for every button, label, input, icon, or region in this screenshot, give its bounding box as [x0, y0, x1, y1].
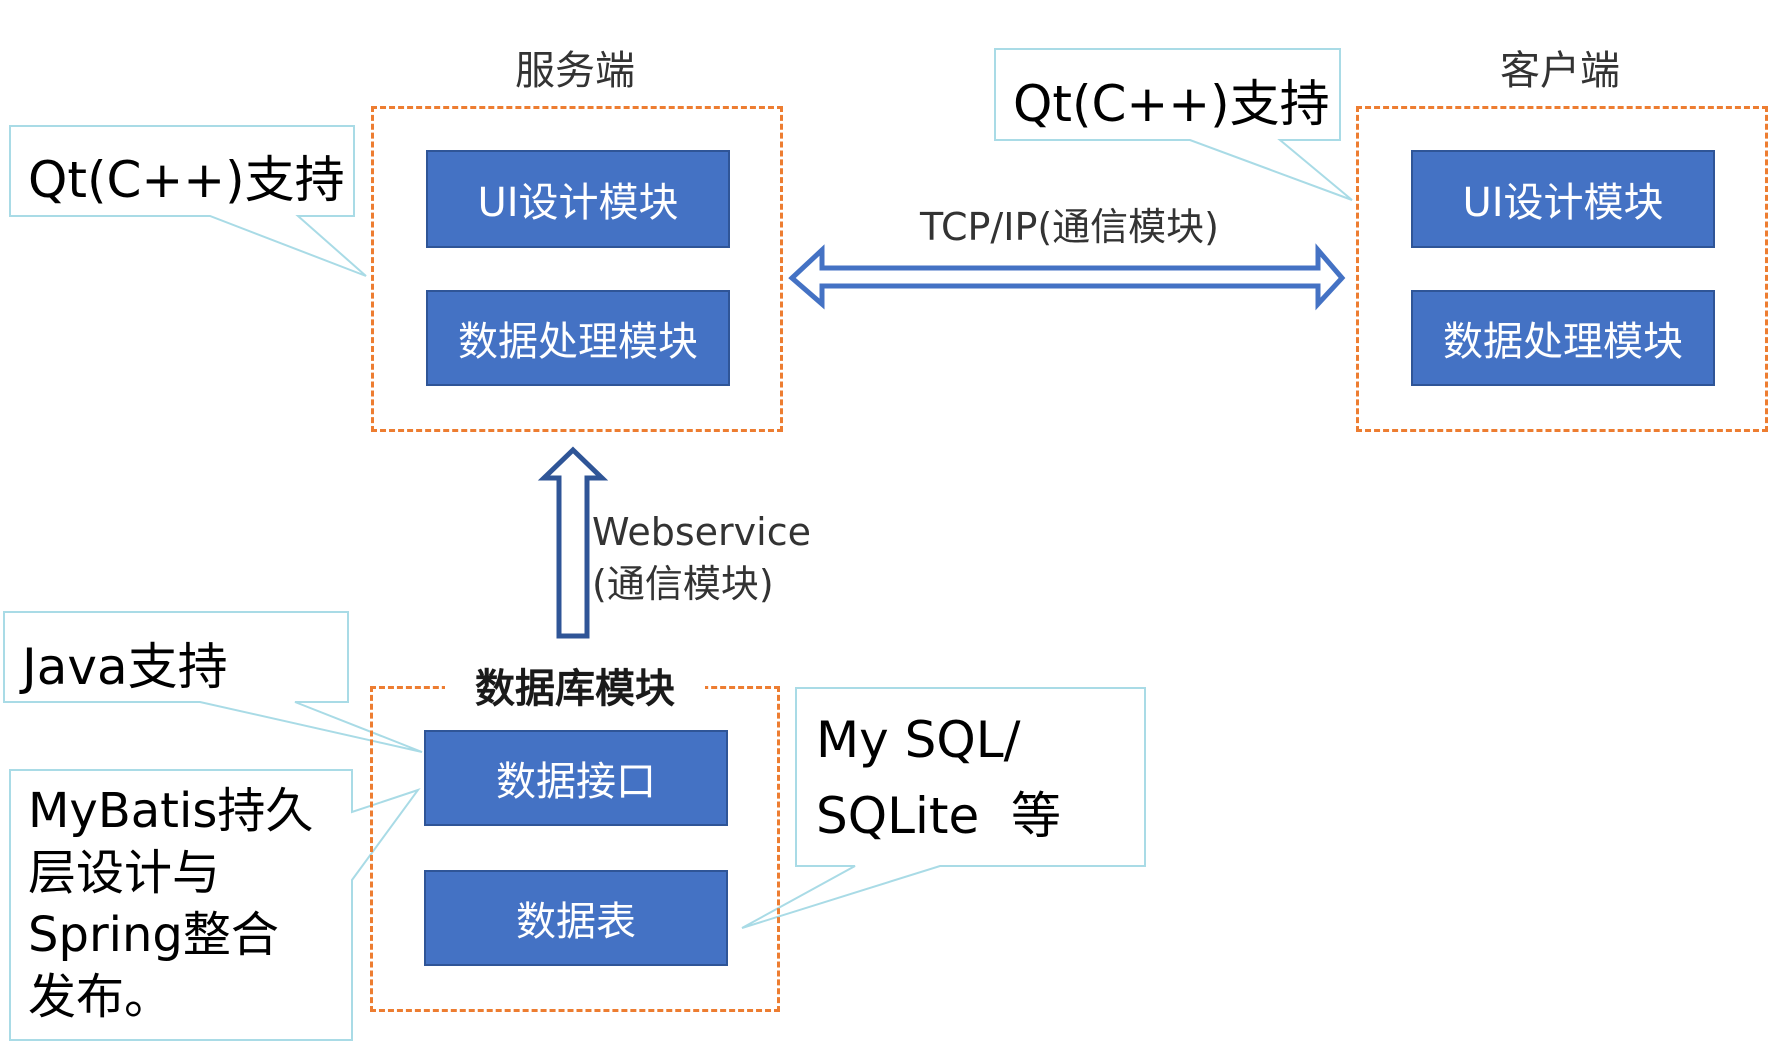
db-callout-shape: [741, 687, 1146, 929]
client-callout-text: Qt(C++)支持: [1013, 75, 1330, 133]
server-ui-module: UI设计模块: [426, 150, 730, 248]
mybatis-callout-text: MyBatis持久 层设计与 Spring整合 发布。: [28, 780, 313, 1028]
server-group-frame: [371, 106, 783, 432]
webservice-label-line1: Webservice: [592, 510, 811, 554]
java-callout-text: Java支持: [22, 638, 228, 696]
webservice-label: Webservice (通信模块): [592, 506, 811, 610]
server-title: 服务端: [515, 48, 635, 94]
mybatis-callout-line3: Spring整合: [28, 907, 279, 963]
db-callout-line1: My SQL/: [816, 711, 1021, 769]
java-callout-shape: [3, 611, 423, 753]
db-callout-text: My SQL/ SQLite 等: [816, 702, 1061, 854]
db-callout-line2: SQLite 等: [816, 787, 1061, 845]
tcp-double-arrow: [788, 243, 1346, 311]
server-callout-text: Qt(C++)支持: [28, 151, 345, 209]
mybatis-callout-line4: 发布。: [28, 969, 173, 1025]
webservice-up-arrow: [537, 446, 609, 639]
client-callout-shape: [994, 48, 1353, 201]
data-interface-module: 数据接口: [424, 730, 728, 826]
mybatis-callout-line1: MyBatis持久: [28, 783, 314, 839]
webservice-label-line2: (通信模块): [592, 562, 774, 606]
client-group-frame: [1356, 106, 1768, 432]
tcp-label: TCP/IP(通信模块): [920, 205, 1220, 249]
mybatis-callout-shape: [9, 769, 421, 1041]
client-title: 客户端: [1500, 48, 1620, 94]
mybatis-callout-line2: 层设计与: [28, 845, 221, 901]
client-data-module: 数据处理模块: [1411, 290, 1715, 386]
client-ui-module: UI设计模块: [1411, 150, 1715, 248]
server-data-module: 数据处理模块: [426, 290, 730, 386]
server-callout-shape: [9, 125, 367, 277]
database-title: 数据库模块: [445, 656, 705, 714]
data-table-module: 数据表: [424, 870, 728, 966]
